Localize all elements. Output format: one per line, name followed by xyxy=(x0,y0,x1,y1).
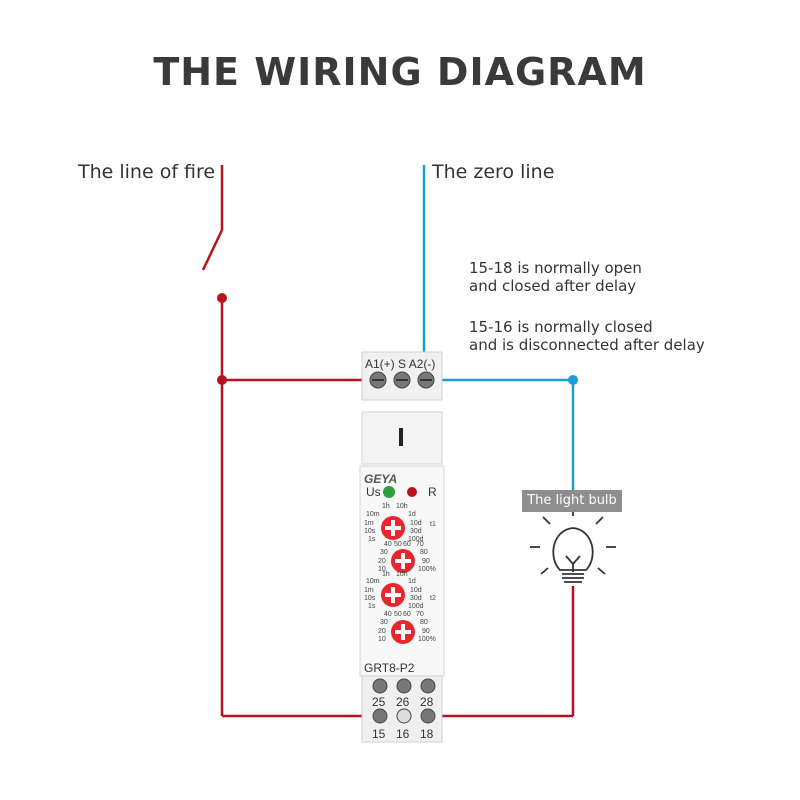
upper-terminal-25: 25 xyxy=(372,695,386,709)
zero-line xyxy=(422,165,575,490)
fire-line-label: The line of fire xyxy=(78,161,216,183)
svg-text:30: 30 xyxy=(380,549,388,556)
light-bulb-icon xyxy=(530,506,616,583)
t2-percent-scale: 40 50 60 70 30 80 20 90 10 100% xyxy=(378,611,436,643)
svg-text:50: 50 xyxy=(394,611,402,618)
svg-text:10d: 10d xyxy=(410,587,422,594)
svg-text:30: 30 xyxy=(380,619,388,626)
dial-t1-time[interactable] xyxy=(381,516,405,540)
svg-text:1h: 1h xyxy=(382,503,390,510)
svg-text:40: 40 xyxy=(384,611,392,618)
svg-text:70: 70 xyxy=(416,541,424,548)
top-terminal-labels: A1(+) S A2(-) xyxy=(365,357,435,371)
note-normally-closed-line1: 15-16 is normally closed xyxy=(469,318,653,336)
dial-t1-percent[interactable] xyxy=(391,549,415,573)
svg-text:60: 60 xyxy=(403,611,411,618)
t1-time-scale: 1h 10h 10m 1d 1m 10d 10s 30d 1s 100d xyxy=(364,503,424,543)
svg-text:30d: 30d xyxy=(410,595,422,602)
svg-text:1d: 1d xyxy=(408,578,416,585)
svg-text:10m: 10m xyxy=(366,511,380,518)
svg-text:1m: 1m xyxy=(364,520,374,527)
upper-terminal-28: 28 xyxy=(420,695,434,709)
note-normally-open-line1: 15-18 is normally open xyxy=(469,259,642,277)
svg-text:80: 80 xyxy=(420,619,428,626)
dial-t2-percent[interactable] xyxy=(391,620,415,644)
note-normally-closed-line2: and is disconnected after delay xyxy=(469,336,705,354)
zero-line-label: The zero line xyxy=(432,161,555,183)
note-normally-open: 15-18 is normally open and closed after … xyxy=(469,259,642,295)
svg-text:80: 80 xyxy=(420,549,428,556)
model-label: GRT8-P2 xyxy=(364,661,415,675)
dial-t2-time[interactable] xyxy=(381,583,405,607)
svg-text:60: 60 xyxy=(403,541,411,548)
lower-terminal-18: 18 xyxy=(420,727,434,741)
svg-text:10: 10 xyxy=(378,636,386,643)
svg-text:100%: 100% xyxy=(418,566,436,573)
relay-device: A1(+) S A2(-) GEYA Us R t1 xyxy=(359,351,445,743)
t1-percent-scale: 40 50 60 70 30 80 20 90 10 100% xyxy=(378,541,436,573)
svg-text:90: 90 xyxy=(422,628,430,635)
svg-text:70: 70 xyxy=(416,611,424,618)
light-bulb-label: The light bulb xyxy=(522,490,622,512)
brand-logo: GEYA xyxy=(364,472,397,486)
lower-terminal-15: 15 xyxy=(372,727,386,741)
svg-text:10s: 10s xyxy=(364,528,376,535)
svg-text:100d: 100d xyxy=(408,536,424,543)
note-normally-closed: 15-16 is normally closed and is disconne… xyxy=(469,318,705,354)
relay-led xyxy=(407,487,417,497)
svg-text:10h: 10h xyxy=(396,571,408,578)
svg-text:1s: 1s xyxy=(368,603,376,610)
svg-text:30d: 30d xyxy=(410,528,422,535)
indicator-r-label: R xyxy=(428,485,437,499)
dial-t1-label: t1 xyxy=(430,521,436,528)
dial-t2-label: t2 xyxy=(430,595,436,602)
junction-dot-a1 xyxy=(217,375,227,385)
note-normally-open-line2: and closed after delay xyxy=(469,277,637,295)
svg-text:100d: 100d xyxy=(408,603,424,610)
svg-text:10h: 10h xyxy=(396,503,408,510)
lower-terminal-16: 16 xyxy=(396,727,410,741)
svg-text:1d: 1d xyxy=(408,511,416,518)
svg-text:20: 20 xyxy=(378,558,386,565)
upper-terminal-26: 26 xyxy=(396,695,410,709)
svg-text:40: 40 xyxy=(384,541,392,548)
svg-text:90: 90 xyxy=(422,558,430,565)
t2-time-scale: 1h 10h 10m 1d 1m 10d 10s 30d 1s 100d xyxy=(364,571,424,610)
svg-text:10m: 10m xyxy=(366,578,380,585)
svg-text:10: 10 xyxy=(378,566,386,573)
svg-text:1m: 1m xyxy=(364,587,374,594)
junction-dot-switch xyxy=(217,293,227,303)
svg-text:50: 50 xyxy=(394,541,402,548)
indicator-us-label: Us xyxy=(366,485,381,499)
svg-text:1s: 1s xyxy=(368,536,376,543)
junction-dot-zero xyxy=(568,375,578,385)
svg-text:1h: 1h xyxy=(382,571,390,578)
svg-text:10d: 10d xyxy=(410,520,422,527)
power-led xyxy=(383,486,395,498)
page-title: THE WIRING DIAGRAM xyxy=(153,50,647,94)
svg-text:20: 20 xyxy=(378,628,386,635)
svg-text:100%: 100% xyxy=(418,636,436,643)
svg-text:10s: 10s xyxy=(364,595,376,602)
